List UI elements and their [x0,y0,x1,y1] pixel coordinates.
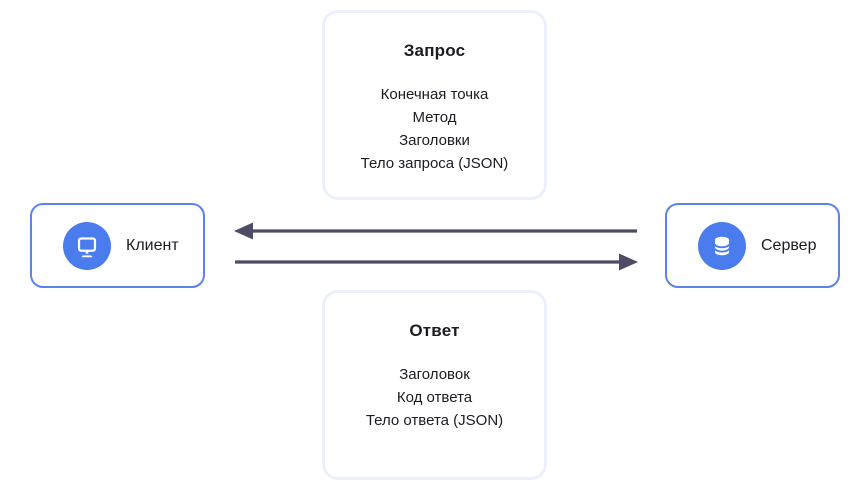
client-node: Клиент [30,203,205,288]
response-card-items: Заголовок Код ответа Тело ответа (JSON) [366,367,503,428]
response-item-code: Код ответа [396,389,473,406]
server-node-label: Сервер [761,236,817,254]
response-item-body: Тело ответа (JSON) [365,412,504,429]
client-to-server-arrow [235,253,638,271]
request-item-body: Тело запроса (JSON) [360,155,509,172]
request-response-arrows [234,222,638,271]
client-node-label: Клиент [126,236,179,254]
request-item-method: Метод [412,109,457,126]
server-node: Сервер [665,203,840,288]
database-icon [714,236,730,255]
request-card-title: Запрос [403,41,466,60]
request-item-endpoint: Конечная точка [380,86,489,103]
server-icon-circle [698,221,746,270]
request-card: Запрос Конечная точка Метод Заголовки Те… [322,10,547,200]
monitor-icon [77,236,97,257]
response-item-header: Заголовок [399,366,470,383]
server-to-client-arrow [234,222,637,240]
response-card-title: Ответ [409,321,460,340]
request-card-items: Конечная точка Метод Заголовки Тело запр… [361,87,509,171]
response-card: Ответ Заголовок Код ответа Тело ответа (… [322,290,547,480]
request-item-headers: Заголовки [399,132,470,149]
client-icon-circle [63,221,111,270]
